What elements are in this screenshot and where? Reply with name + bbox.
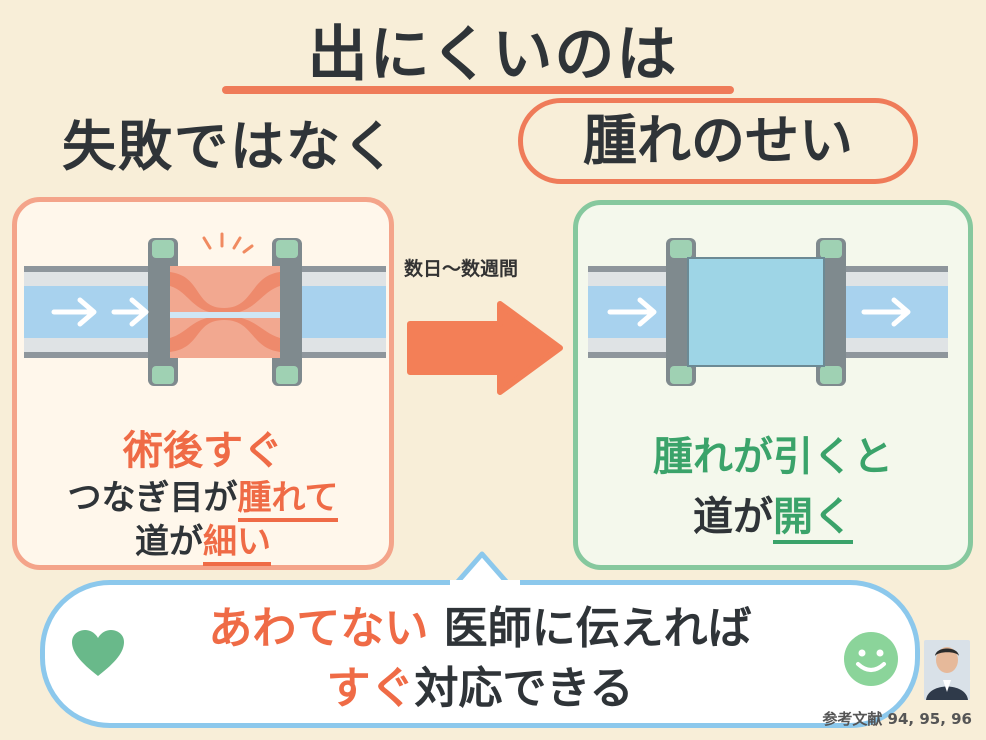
bubble-line1-highlight: あわてない [208,603,429,654]
title-underline [222,86,734,94]
bubble-line2-highlight: すぐ [326,663,415,714]
left-line2-highlight: 腫れて [237,478,339,522]
right-line2-highlight: 開く [773,494,853,544]
panel-postop [12,197,394,570]
bubble-tail [452,551,512,588]
bubble-line1-rest: 医師に伝えれば [443,603,752,654]
bubble-line1: あわてない 医師に伝えれば [40,592,920,656]
left-heading: 術後すぐ [123,428,283,474]
bubble-tail-join [450,580,520,588]
title-line2-prefix: 失敗ではなく [62,115,398,178]
title-line1: 出にくいのは [307,20,679,90]
left-line3-prefix: 道が [135,522,203,562]
big-arrow-right-icon [407,301,563,395]
arrow-right-icon [607,297,911,327]
left-line3: 道が細い [12,514,394,566]
transition-label: 数日〜数週間 [404,258,519,280]
left-line3-highlight: 細い [203,522,271,566]
healed-joint-illustration [588,238,948,386]
left-line2: つなぎ目が腫れて [12,470,394,522]
right-line2: 道が開く [573,484,973,544]
swollen-joint-illustration [24,232,386,386]
smiley-icon [844,632,898,686]
heart-icon [72,630,124,676]
bubble-line2-rest: 対応できる [414,663,634,714]
arrow-right-icon [51,297,149,327]
bubble-line2: すぐ対応できる [40,652,920,716]
title-highlight-pill: 腫れのせい [518,98,918,184]
panel-recovered [573,200,973,570]
person-icon [924,640,970,700]
left-line2-prefix: つなぎ目が [67,478,238,518]
references-note: 参考文献 94, 95, 96 [822,710,972,728]
presenter-avatar [924,640,970,700]
right-line2-prefix: 道が [693,494,773,540]
right-line1: 腫れが引くと [653,434,893,480]
